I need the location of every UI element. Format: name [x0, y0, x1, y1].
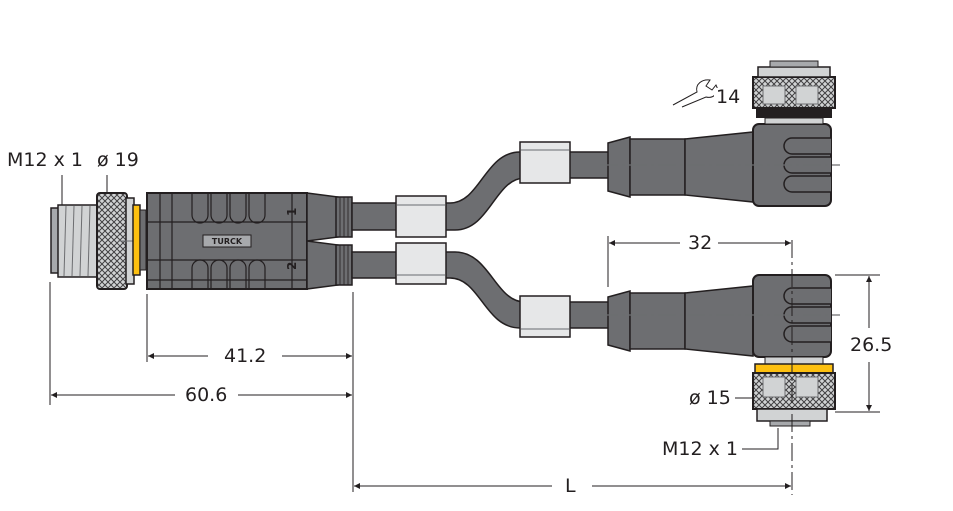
- male-connector: [50, 192, 147, 290]
- female-height-label: 26.5: [848, 334, 895, 356]
- wrench-icon: [672, 79, 718, 108]
- splitter-body: TURCK 1 2: [146, 192, 353, 290]
- overall-male-length-label: 60.6: [183, 384, 230, 406]
- female-connector-upper: [600, 60, 840, 207]
- wrench-size-label: 14: [714, 86, 743, 108]
- female-thread-label: M12 x 1: [660, 438, 740, 460]
- female-head-length-label: 32: [686, 232, 715, 254]
- cables: [351, 141, 616, 338]
- brand-mark: TURCK: [212, 237, 243, 246]
- male-nut-diameter-label: ø 19: [95, 149, 141, 171]
- dimension-lines: [49, 79, 880, 492]
- port-label-2: 2: [285, 262, 299, 270]
- body-length-label: 41.2: [222, 345, 269, 367]
- female-connector-lower: [600, 240, 840, 495]
- female-nut-diameter-label: ø 15: [687, 387, 733, 409]
- male-thread-label: M12 x 1: [5, 149, 85, 171]
- port-label-1: 1: [285, 208, 299, 216]
- cable-length-label: L: [563, 475, 578, 497]
